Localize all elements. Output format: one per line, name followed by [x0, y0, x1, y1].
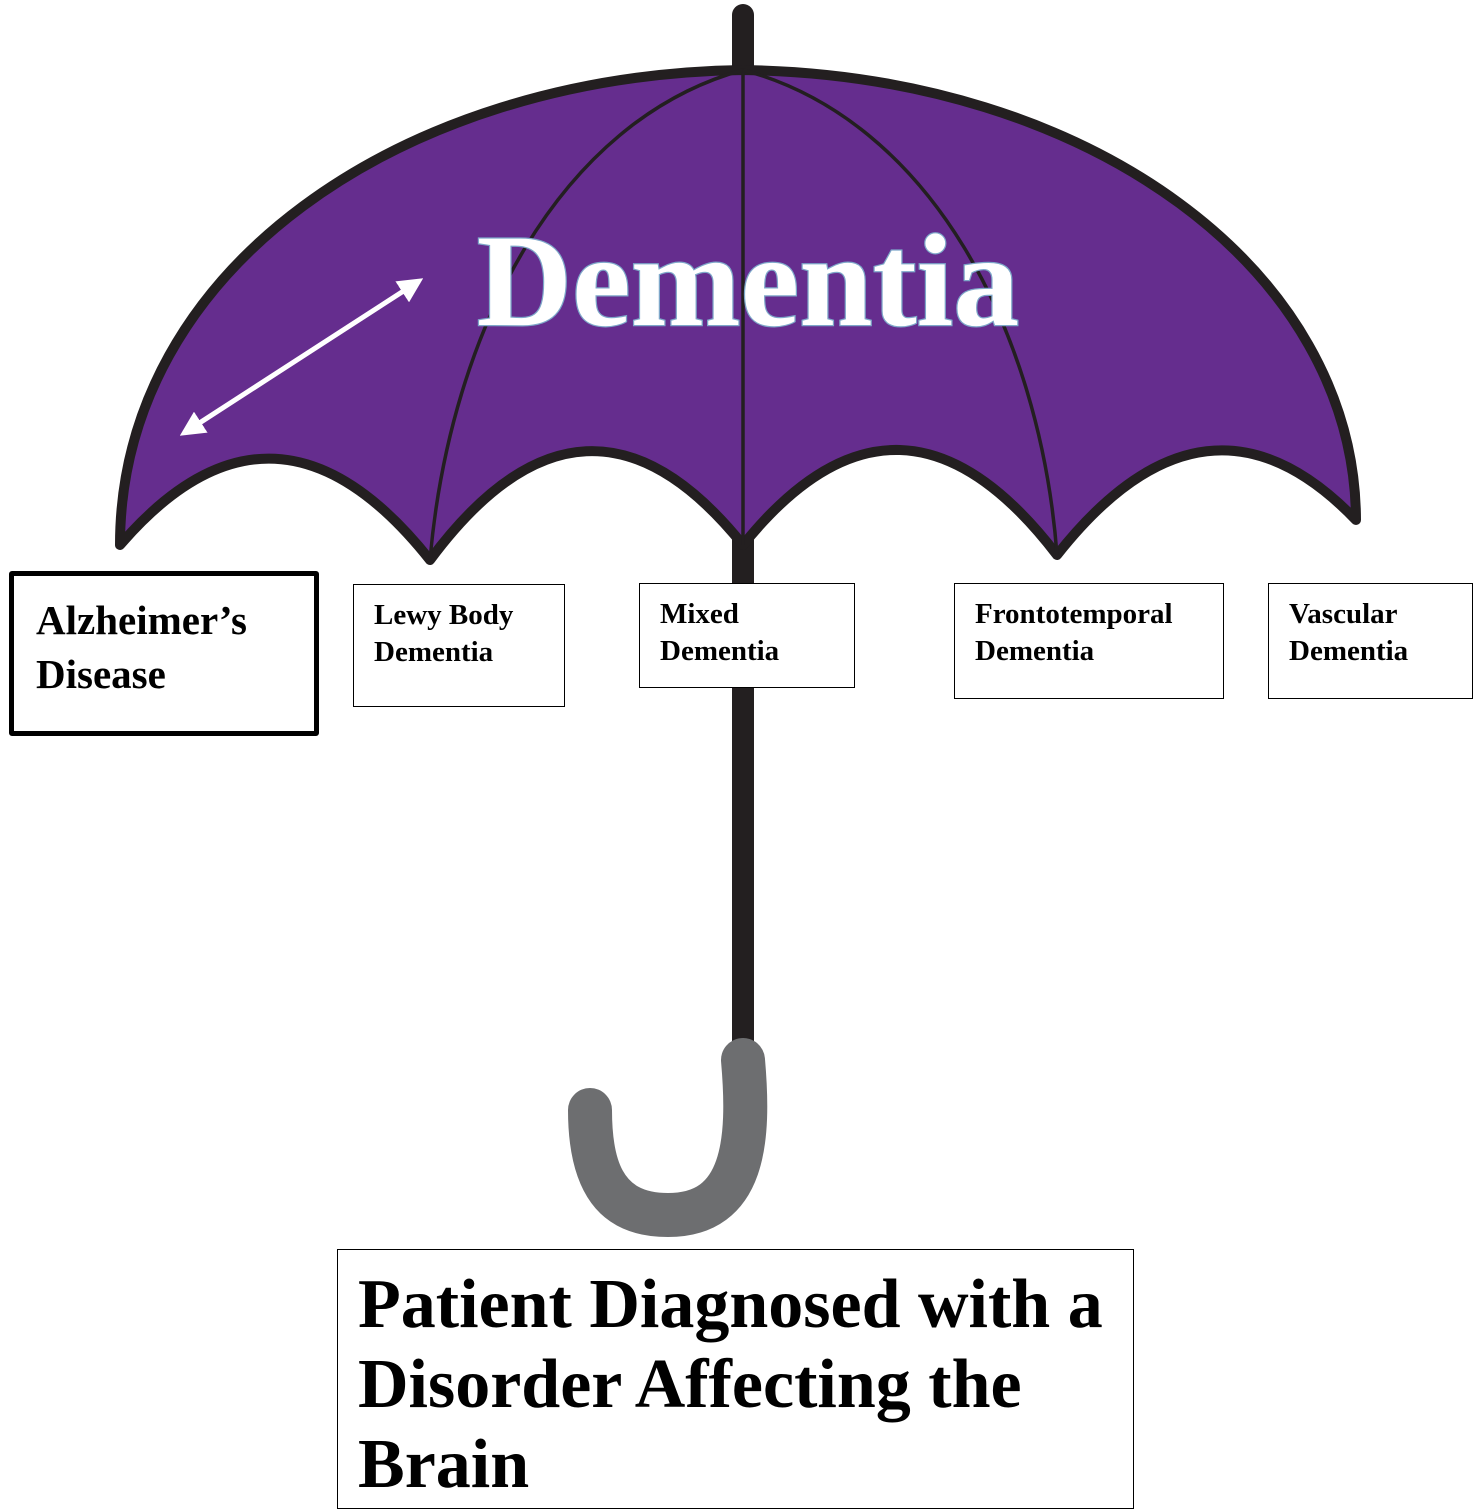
type-box-lewy-body: Lewy Body Dementia [353, 584, 565, 707]
type-box-alzheimers: Alzheimer’s Disease [9, 571, 319, 736]
patient-diagnosis-box: Patient Diagnosed with a Disorder Affect… [337, 1249, 1134, 1509]
patient-diagnosis-label: Patient Diagnosed with a Disorder Affect… [358, 1266, 1103, 1503]
umbrella-title: Dementia [477, 207, 1020, 354]
type-box-frontotemporal: Frontotemporal Dementia [954, 583, 1224, 699]
type-box-vascular: Vascular Dementia [1268, 583, 1473, 699]
type-box-mixed: Mixed Dementia [639, 583, 855, 688]
umbrella-handle [590, 1060, 745, 1215]
